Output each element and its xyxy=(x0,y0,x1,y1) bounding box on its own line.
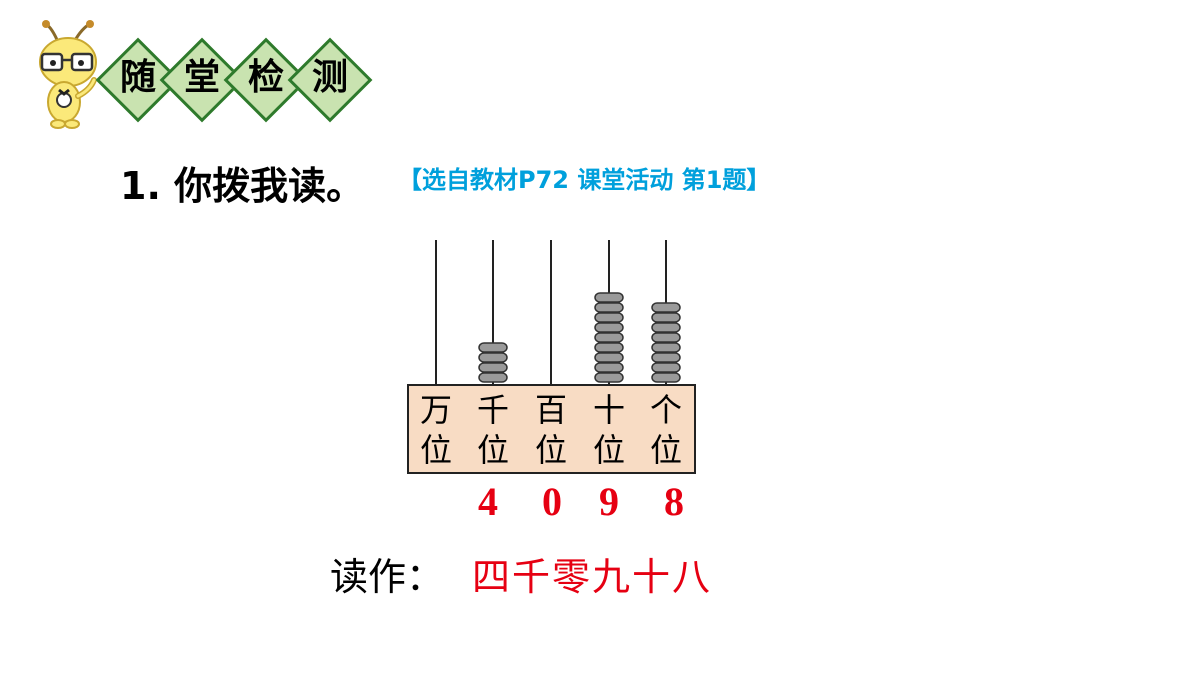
reading-answer: 四千零九十八 xyxy=(472,555,713,599)
place-label-char: 位 xyxy=(477,431,509,469)
abacus-bead xyxy=(651,362,681,373)
abacus-bead xyxy=(594,352,624,363)
abacus-rods xyxy=(435,240,667,385)
banner-char-2: 堂 xyxy=(183,57,220,98)
place-label-char: 位 xyxy=(593,431,625,469)
place-label-char: 万 xyxy=(420,391,452,429)
abacus-bead xyxy=(651,372,681,383)
abacus-bead xyxy=(651,352,681,363)
banner-char-4: 测 xyxy=(311,57,348,98)
abacus-bead xyxy=(651,322,681,333)
abacus-bead xyxy=(594,332,624,343)
digit-ones: 8 xyxy=(664,479,684,524)
abacus-beads xyxy=(478,292,681,383)
abacus-bead xyxy=(651,332,681,343)
abacus-bead xyxy=(478,342,508,353)
abacus-base xyxy=(407,384,696,474)
question-title: 1. 你拨我读。 xyxy=(120,164,365,208)
place-label-char: 十 xyxy=(593,391,625,429)
abacus-bead xyxy=(651,302,681,313)
digit-hundreds: 0 xyxy=(542,479,562,524)
mascot-icon xyxy=(39,20,97,129)
reading-label: 读作： xyxy=(330,555,445,599)
place-label-char: 百 xyxy=(535,391,567,429)
abacus-bead xyxy=(478,372,508,383)
abacus-bead xyxy=(594,322,624,333)
abacus-bead xyxy=(594,292,624,303)
place-label-char: 位 xyxy=(420,431,452,469)
abacus-bead xyxy=(594,312,624,323)
abacus-bead xyxy=(594,362,624,373)
header: 随 堂 检 测 xyxy=(28,20,388,130)
place-label-char: 个 xyxy=(650,391,682,429)
abacus-bead xyxy=(594,372,624,383)
banner-char-3: 检 xyxy=(247,57,284,98)
question-source: 【选自教材P72 课堂活动 第1题】 xyxy=(398,166,771,194)
digit-thousands: 4 xyxy=(478,479,498,524)
abacus-bead xyxy=(594,302,624,313)
banner-char-1: 随 xyxy=(119,57,156,98)
digit-tens: 9 xyxy=(599,479,619,524)
abacus-bead xyxy=(651,342,681,353)
abacus-bead xyxy=(478,352,508,363)
abacus-bead xyxy=(651,312,681,323)
abacus-bead xyxy=(478,362,508,373)
place-label-char: 位 xyxy=(535,431,567,469)
abacus-bead xyxy=(594,342,624,353)
place-label-char: 千 xyxy=(477,391,509,429)
place-label-char: 位 xyxy=(650,431,682,469)
